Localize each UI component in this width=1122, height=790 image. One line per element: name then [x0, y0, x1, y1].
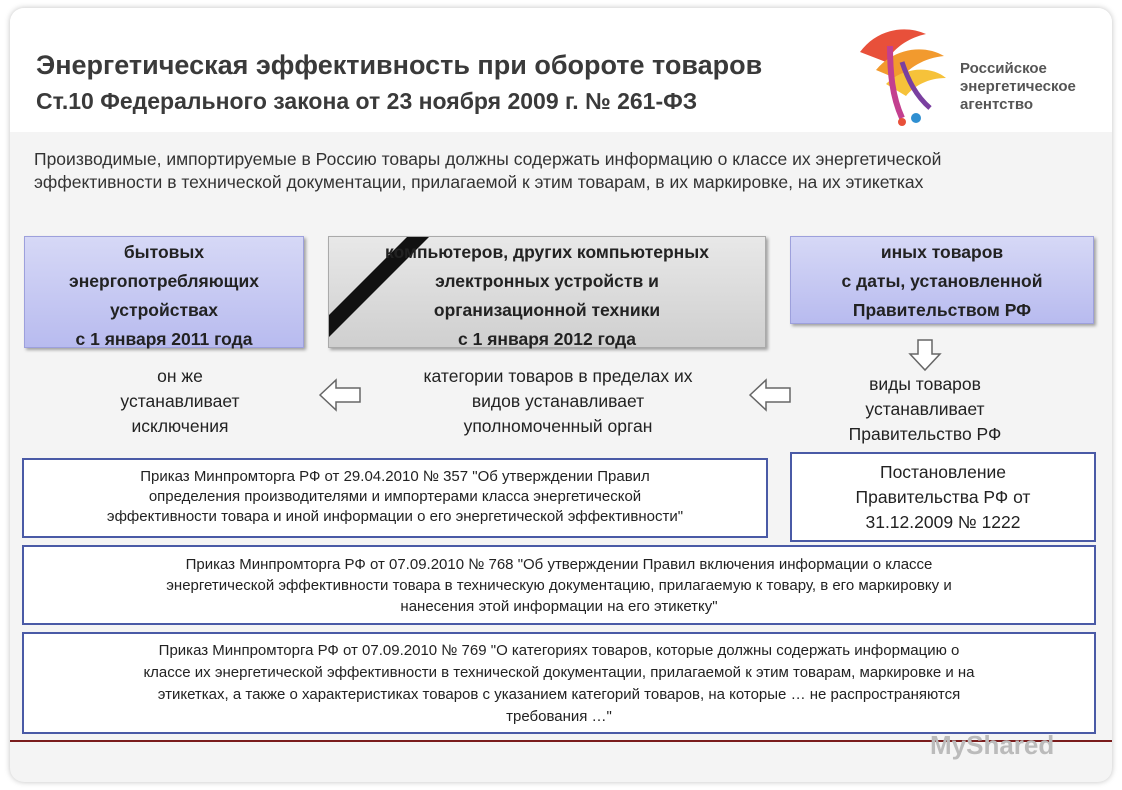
- note-line: Правительство РФ: [848, 424, 1002, 444]
- category-line: иных товаров: [880, 242, 1004, 262]
- logo-line: агентство: [960, 96, 1034, 113]
- doc-line: этикетках, а также о характеристиках тов…: [157, 686, 961, 703]
- note-line: категории товаров в пределах их: [423, 366, 693, 386]
- agency-logo-text: Российское энергетическое агентство: [960, 60, 1076, 114]
- slide-title: Энергетическая эффективность при обороте…: [36, 50, 763, 80]
- category-line: устройствах: [109, 300, 219, 320]
- note-line: уполномоченный орган: [463, 416, 653, 436]
- arrow-left-icon: [748, 378, 791, 412]
- doc-line: 31.12.2009 № 1222: [865, 512, 1021, 532]
- category-line: с 1 января 2011 года: [75, 329, 253, 349]
- doc-line: эффективности товара и иной информации о…: [106, 508, 684, 525]
- doc-line: определения производителями и импортерам…: [148, 488, 642, 505]
- doc-line: Правительства РФ от: [855, 487, 1031, 507]
- mourning-ribbon-icon: [329, 237, 429, 337]
- doc-line: Приказ Минпромторга РФ от 07.09.2010 № 7…: [158, 642, 960, 659]
- document-order-357: Приказ Минпромторга РФ от 29.04.2010 № 3…: [22, 458, 768, 538]
- note-line: видов устанавливает: [471, 391, 645, 411]
- note-line: виды товаров: [869, 374, 981, 394]
- watermark-text: MyShared: [930, 730, 1055, 760]
- category-line: энергопотребляющих: [69, 271, 259, 291]
- category-line: бытовых: [123, 242, 205, 262]
- note-authority: категории товаров в пределах их видов ус…: [378, 364, 738, 439]
- document-order-768: Приказ Минпромторга РФ от 07.09.2010 № 7…: [22, 545, 1096, 625]
- doc-line: энергетической эффективности товара в те…: [166, 577, 952, 594]
- category-line: с даты, установленной: [841, 271, 1043, 291]
- intro-text: Производимые, импортируемые в Россию тов…: [34, 149, 942, 192]
- note-exceptions: он же устанавливает исключения: [80, 364, 280, 439]
- document-resolution-1222: Постановление Правительства РФ от 31.12.…: [790, 452, 1096, 542]
- category-line: с 1 января 2012 года: [458, 329, 636, 349]
- category-line: организационной техники: [433, 300, 661, 320]
- note-government: виды товаров устанавливает Правительство…: [810, 372, 1040, 447]
- logo-line: энергетическое: [960, 78, 1076, 95]
- document-order-769: Приказ Минпромторга РФ от 07.09.2010 № 7…: [22, 632, 1096, 734]
- arrow-down-icon: [908, 339, 942, 372]
- doc-line: классе их энергетической эффективности в…: [143, 664, 975, 681]
- note-line: исключения: [131, 416, 229, 436]
- category-other-box: иных товаров с даты, установленной Прави…: [790, 236, 1094, 324]
- slide: Энергетическая эффективность при обороте…: [10, 8, 1112, 782]
- category-line: электронных устройств и: [435, 271, 659, 291]
- slide-header: Энергетическая эффективность при обороте…: [10, 8, 1112, 132]
- logo-line: Российское: [960, 60, 1047, 77]
- doc-line: Приказ Минпромторга РФ от 07.09.2010 № 7…: [185, 556, 933, 573]
- category-household-box: бытовых энергопотребляющих устройствах с…: [24, 236, 304, 349]
- note-line: он же: [157, 366, 203, 386]
- footer-divider: [10, 740, 1112, 742]
- category-line: компьютеров, других компьютерных: [385, 242, 709, 262]
- category-computers-box: компьютеров, других компьютерных электро…: [328, 236, 766, 349]
- note-line: устанавливает: [865, 399, 985, 419]
- agency-logo-icon: [860, 29, 946, 126]
- slide-subtitle: Ст.10 Федерального закона от 23 ноября 2…: [36, 88, 698, 114]
- doc-line: требования …": [506, 708, 612, 725]
- doc-line: нанесения этой информации на его этикетк…: [400, 598, 718, 615]
- category-line: Правительством РФ: [852, 300, 1032, 320]
- doc-line: Приказ Минпромторга РФ от 29.04.2010 № 3…: [140, 468, 650, 485]
- note-line: устанавливает: [120, 391, 240, 411]
- arrow-left-icon: [318, 378, 361, 412]
- doc-line: Постановление: [879, 462, 1007, 482]
